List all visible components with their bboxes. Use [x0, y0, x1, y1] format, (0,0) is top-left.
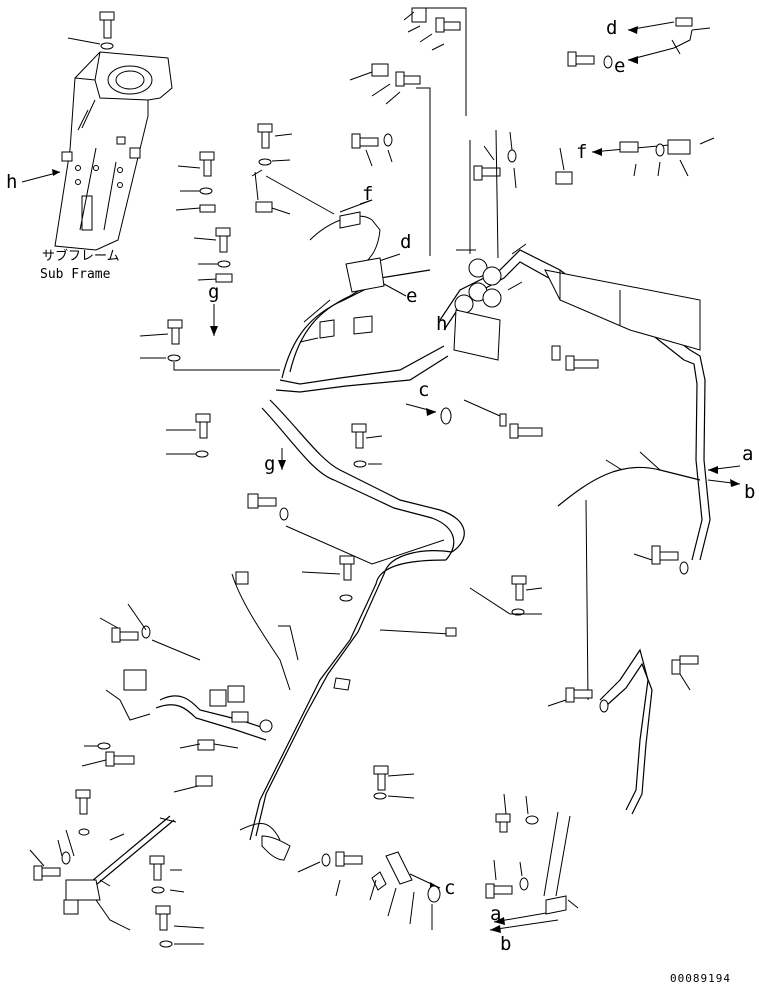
callout-d-top: d — [606, 17, 617, 39]
bolt-group-d-e — [567, 17, 711, 69]
subframe-label-jp: サブフレーム — [42, 248, 120, 264]
callout-e-center: e — [406, 285, 417, 307]
bolt-group-f-right — [473, 131, 715, 189]
callout-c-bottom: c — [444, 877, 455, 899]
plug-c-center — [440, 407, 452, 425]
callout-g-upper: g — [208, 281, 219, 303]
left-lower-harness — [81, 571, 457, 861]
valve-cluster — [453, 129, 527, 361]
bolt-group-top-right — [349, 7, 467, 256]
bolt-group-lower — [99, 545, 699, 897]
callout-b-bottom: b — [500, 933, 511, 955]
callout-d-center: d — [400, 231, 411, 253]
clip-group-center — [251, 169, 335, 215]
center-connectors — [299, 257, 385, 343]
bottom-right-clamp — [369, 793, 579, 930]
bolt-group-top-center — [175, 123, 293, 283]
callout-f-right: f — [576, 141, 587, 163]
callout-f-center: f — [362, 183, 373, 205]
drawing-number: 00089194 — [670, 972, 731, 985]
callout-h-center: h — [436, 313, 447, 335]
sub-frame-bracket — [54, 51, 173, 251]
callout-h-left: h — [6, 171, 17, 193]
bottom-left-bracket — [29, 789, 205, 948]
callout-g-lower: g — [264, 453, 275, 475]
bolt-group-middle — [139, 319, 599, 565]
callout-a-right: a — [742, 443, 753, 465]
callout-a-bottom: a — [490, 903, 501, 925]
right-lower-hose — [557, 451, 701, 815]
subframe-label-en: Sub Frame — [40, 267, 111, 282]
callout-e-top: e — [614, 55, 625, 77]
callout-b-right: b — [744, 481, 755, 503]
callout-c-center: c — [418, 379, 429, 401]
main-harness — [249, 249, 711, 841]
bolt-subframe-top — [67, 11, 115, 50]
